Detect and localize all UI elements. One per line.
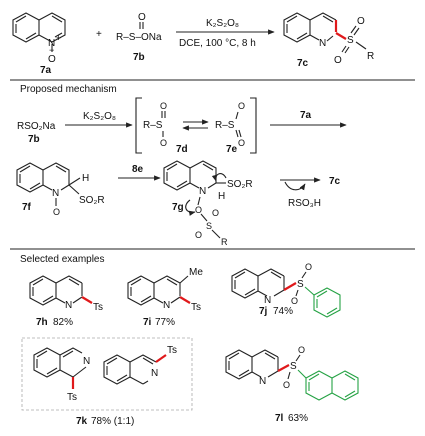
radical-7e-o-bottom: O: [238, 138, 245, 148]
sulfinate-oxygen: O: [138, 12, 146, 23]
example-7j-o-top: O: [305, 262, 312, 272]
example-7j-nitrogen: N: [264, 295, 271, 306]
compound-label-7c: 7c: [297, 58, 309, 69]
mechanism-start-label: 7b: [28, 134, 40, 145]
example-7l: N S O O: [225, 345, 359, 401]
radical-7d-o-top: O: [160, 101, 167, 111]
examples-heading: Selected examples: [20, 254, 105, 265]
example-7k-box: [21, 337, 193, 411]
intermediate-7g-o-top: O: [212, 208, 219, 218]
oxidation-reagent: K₂S₂O₈: [83, 111, 116, 122]
condition-oxidant: K₂S₂O₈: [206, 18, 239, 29]
example-7k-id: 7k: [76, 416, 88, 427]
example-7k-2-nitrogen: N: [151, 368, 158, 379]
radical-label-7d: 7d: [176, 144, 188, 155]
example-7i: N Me Ts: [127, 267, 203, 313]
example-7j-o-bottom: O: [291, 296, 298, 306]
product-nitrogen: N: [319, 38, 326, 49]
example-7k-yield: 78% (1:1): [91, 416, 134, 427]
oxidation-step-reagent: 8e: [132, 164, 144, 175]
product-2-sulfonylquinoline: N S O O R: [283, 12, 374, 66]
n-plus-charge: +: [56, 33, 61, 43]
addition-reagent: 7a: [300, 110, 312, 121]
plus-sign: +: [96, 29, 102, 40]
example-7h-nitrogen: N: [65, 300, 72, 311]
intermediate-7f-hydrogen: H: [82, 173, 89, 184]
radical-7d-formula: R–S: [143, 120, 163, 131]
mechanism-heading: Proposed mechanism: [20, 84, 117, 95]
intermediate-7f-nitrogen: N: [52, 188, 59, 199]
n-oxide-charge: −: [49, 45, 54, 55]
example-7l-o-bottom: O: [283, 380, 290, 390]
intermediate-label-7g: 7g: [172, 202, 184, 213]
mechanism-start: RSO₂Na: [17, 121, 56, 132]
reactant-quinoline-n-oxide: N + O −: [12, 12, 66, 65]
intermediate-7g-sulfonyl: SO₂R: [227, 179, 253, 190]
intermediate-7f-sulfonyl: SO₂R: [79, 195, 105, 206]
example-7i-methyl: Me: [189, 267, 203, 278]
example-7k-1-ts: Ts: [67, 392, 77, 403]
intermediate-7f-oxygen: O: [53, 207, 60, 217]
example-7h-yield: 82%: [53, 317, 73, 328]
intermediate-7g-hydrogen: H: [218, 191, 225, 202]
example-7l-o-top: O: [298, 345, 305, 355]
intermediate-label-7f: 7f: [22, 202, 32, 213]
radical-label-7e: 7e: [226, 144, 238, 155]
product-oxygen-2: O: [334, 55, 342, 66]
example-7l-id: 7l: [275, 413, 284, 424]
example-7l-nitrogen: N: [259, 376, 266, 387]
intermediate-7g-n-oxygen: O: [195, 205, 202, 215]
intermediate-7g: N SO₂R H O S O O R: [163, 160, 253, 247]
example-7j-sulfur: S: [297, 279, 304, 290]
example-7j: N S O O: [231, 262, 341, 318]
intermediate-7g-r: R: [221, 237, 228, 247]
product-r-group: R: [367, 51, 374, 62]
n-oxide-oxygen: O: [48, 54, 56, 65]
example-7h: N Ts: [29, 275, 103, 313]
compound-label-7a: 7a: [40, 65, 52, 76]
intermediate-7g-sulfur: S: [206, 221, 212, 231]
example-7j-yield: 74%: [273, 306, 293, 317]
example-7i-ts: Ts: [191, 302, 201, 313]
radical-7d-o-bottom: O: [160, 138, 167, 148]
mechanism-product-7c: 7c: [329, 176, 341, 187]
condition-solvent: DCE, 100 °C, 8 h: [179, 38, 256, 49]
reactant-sodium-sulfinate: O R–S–ONa: [116, 12, 162, 43]
compound-label-7b: 7b: [133, 52, 145, 63]
example-7k-isomer-1: N Ts: [33, 347, 90, 403]
radical-7e-o-top: O: [238, 101, 245, 111]
radical-bracket: R–S O O 7d R–S O O 7e: [135, 97, 257, 155]
example-7k-isomer-2: N Ts: [103, 345, 177, 385]
example-7h-ts: Ts: [93, 302, 103, 313]
example-7k-1-nitrogen: N: [83, 356, 90, 367]
sulfinate-formula: R–S–ONa: [116, 32, 162, 43]
example-7j-id: 7j: [259, 306, 268, 317]
intermediate-7g-nitrogen: N: [199, 186, 206, 197]
example-7l-sulfur: S: [290, 361, 297, 372]
example-7i-nitrogen: N: [163, 300, 170, 311]
product-sulfur: S: [347, 35, 354, 46]
intermediate-7f: N O H SO₂R: [16, 162, 105, 217]
elimination-byproduct: RSO₃H: [288, 198, 321, 209]
example-7l-yield: 63%: [288, 413, 308, 424]
example-7i-id: 7i: [143, 317, 152, 328]
example-7k-2-ts: Ts: [167, 345, 177, 356]
product-oxygen-1: O: [357, 16, 365, 27]
radical-7e-formula: R–S: [215, 120, 235, 131]
example-7h-id: 7h: [36, 317, 48, 328]
example-7i-yield: 77%: [155, 317, 175, 328]
intermediate-7g-o-left: O: [195, 230, 202, 240]
n-plus-atom: N: [48, 38, 55, 49]
